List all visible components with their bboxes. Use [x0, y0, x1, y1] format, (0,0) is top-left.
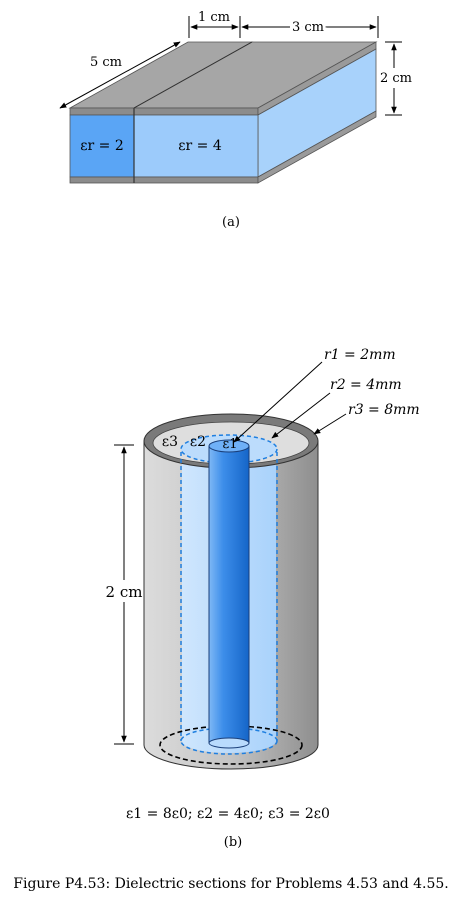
eps2-label: ε2: [190, 434, 206, 450]
bottom-plate-front: [69, 176, 259, 184]
inner-rod-body: [208, 445, 250, 744]
eps3-label: ε3: [162, 434, 178, 450]
figure-b-label: (b): [224, 835, 242, 850]
dim-2cm-label-b: 2 cm: [106, 583, 143, 601]
r1-label: r1 = 2mm: [324, 347, 396, 363]
region-left-front: [69, 114, 135, 178]
inner-rod-top: [208, 439, 250, 453]
permittivity-relation: ε1 = 8ε0; ε2 = 4ε0; ε3 = 2ε0: [126, 806, 330, 822]
r3-label: r3 = 8mm: [348, 402, 420, 418]
figure-a: εr = 2 εr = 4 1 cm 3 cm 5 cm 2 cm (a): [59, 8, 412, 230]
dim-3cm-label: 3 cm: [292, 20, 324, 35]
figure-caption: Figure P4.53: Dielectric sections for Pr…: [13, 876, 449, 892]
figure-b: ε3 ε2 ε1 r1 = 2mm r2 = 4mm r3 = 8mm 2 cm…: [106, 347, 420, 850]
bottom-plate-side: [257, 110, 377, 184]
region-left-label: εr = 2: [80, 138, 123, 154]
eps1-label: ε1: [222, 437, 237, 452]
top-plate-front: [69, 107, 259, 116]
dim-1cm-label: 1 cm: [198, 10, 230, 25]
dim-2cm-label-a: 2 cm: [380, 71, 412, 86]
inner-rod-bottom: [208, 737, 250, 749]
region-right-front: [133, 114, 259, 178]
region-right-label: εr = 4: [178, 138, 222, 154]
dim-5cm-label: 5 cm: [90, 55, 122, 70]
r2-label: r2 = 4mm: [330, 377, 402, 393]
outer-bottom-dashed: [159, 725, 303, 765]
figure-a-label: (a): [222, 215, 240, 230]
